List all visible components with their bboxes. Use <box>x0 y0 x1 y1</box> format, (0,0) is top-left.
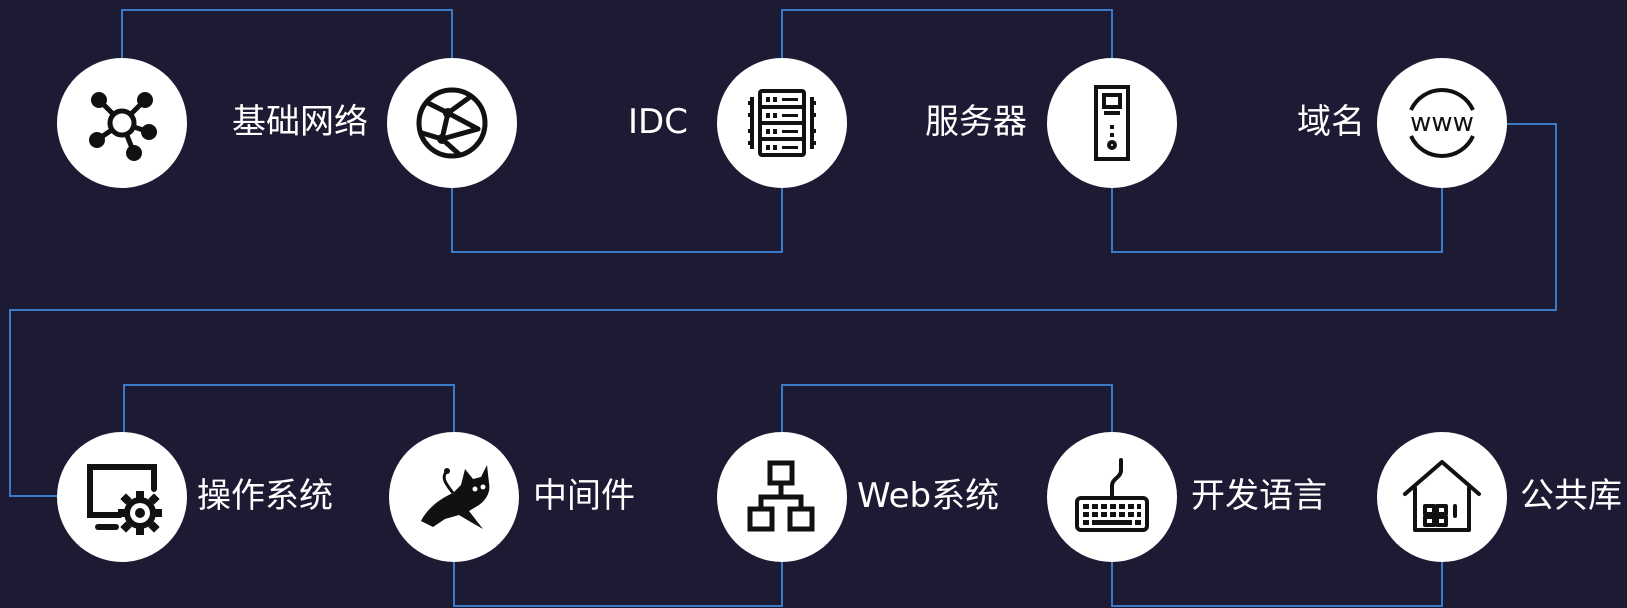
node-server[interactable] <box>1047 58 1177 188</box>
connector-line <box>1111 188 1443 253</box>
globe-network-icon <box>416 87 488 159</box>
node-web-system[interactable] <box>717 432 847 562</box>
node-label: Web系统 <box>857 476 1000 516</box>
www-icon: www <box>1409 88 1475 158</box>
svg-text:www: www <box>1410 108 1474 138</box>
connector-line <box>451 188 783 253</box>
monitor-gear-icon <box>87 464 162 535</box>
node-os[interactable] <box>57 432 187 562</box>
connector-line <box>453 562 783 607</box>
node-label: 开发语言 <box>1191 476 1327 516</box>
node-label: IDC <box>628 102 688 142</box>
node-label: 基础网络 <box>232 102 368 142</box>
node-middleware[interactable] <box>389 432 519 562</box>
node-label: 中间件 <box>533 476 635 516</box>
connector-line <box>123 384 455 432</box>
node-label: 公共库 <box>1520 476 1622 516</box>
house-icon <box>1403 460 1481 532</box>
tomcat-icon <box>421 465 490 529</box>
connector-line <box>781 9 1113 58</box>
sitemap-icon <box>747 460 815 532</box>
connector-line <box>121 9 453 58</box>
node-network-hub[interactable] <box>57 58 187 188</box>
node-label: 操作系统 <box>197 476 333 516</box>
node-dev-language[interactable] <box>1047 432 1177 562</box>
node-domain[interactable]: www <box>1377 58 1507 188</box>
node-label: 服务器 <box>925 102 1027 142</box>
node-idc[interactable] <box>717 58 847 188</box>
connector-line <box>781 384 1113 432</box>
node-public-library[interactable] <box>1377 432 1507 562</box>
server-tower-icon <box>1094 85 1130 161</box>
connector-line <box>9 123 1557 497</box>
node-label: 域名 <box>1297 102 1365 142</box>
network-hub-icon <box>89 92 157 161</box>
keyboard-icon <box>1075 458 1149 532</box>
node-base-network[interactable] <box>387 58 517 188</box>
connector-line <box>1111 562 1443 607</box>
server-rack-icon <box>748 89 816 157</box>
